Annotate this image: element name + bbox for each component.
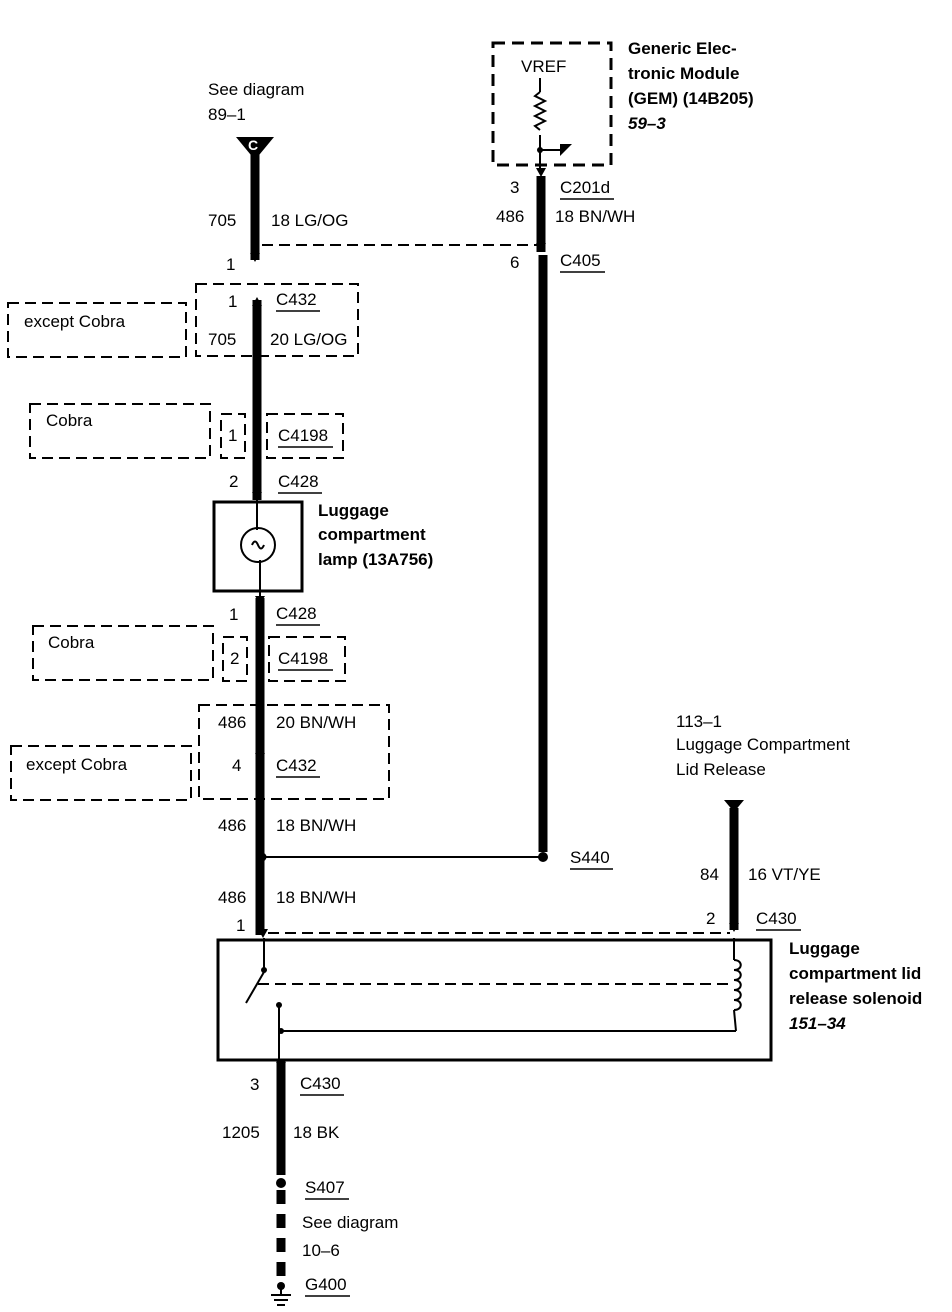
- gem-label-line3: (GEM) (14B205): [628, 89, 754, 108]
- gem-module-box: [491, 41, 613, 167]
- splice-s440-dot: [538, 852, 548, 862]
- c201d-pin: 3: [510, 178, 519, 197]
- splice-s440-label: S440: [570, 848, 610, 867]
- connector-c-letter: C: [248, 137, 258, 153]
- wire-705-mid-spec: 20 LG/OG: [270, 330, 347, 349]
- c405-left-pin: 1: [226, 255, 235, 274]
- pin-c405-right-arrow: [536, 243, 546, 252]
- c432-top-pin: 1: [228, 292, 237, 311]
- solenoid-label-line3: release solenoid: [789, 989, 922, 1008]
- c432-top-label: C432: [276, 290, 317, 309]
- wire-486-gem-spec: 18 BN/WH: [555, 207, 635, 226]
- c430-left-pin: 1: [236, 916, 245, 935]
- solenoid-switch-arm: [245, 971, 265, 1004]
- gem-sense-arrow-icon: [560, 144, 572, 156]
- cobra-top-label: Cobra: [46, 411, 93, 430]
- wire-486-lower-number: 486: [218, 713, 246, 732]
- gem-label-line1: Generic Elec-: [628, 39, 737, 58]
- wire-1205-spec: 18 BK: [293, 1123, 340, 1142]
- pin-c430-bot-arrow: [276, 1062, 286, 1070]
- cobra-top-box: [29, 403, 211, 459]
- pin-c430-left-arrow: [258, 929, 268, 938]
- except-cobra-top-box: [7, 302, 187, 358]
- gem-label-line2: tronic Module: [628, 64, 739, 83]
- cobra-bot-box: [32, 625, 214, 681]
- c430-bot-pin: 3: [250, 1075, 259, 1094]
- lamp-filament-icon: [251, 540, 265, 550]
- c428-bot-pin: 1: [229, 605, 238, 624]
- release-connector-triangle: [724, 800, 744, 812]
- c430-bot-label: C430: [300, 1074, 341, 1093]
- pin-c430-right-arrow: [729, 923, 739, 932]
- solenoid-label-line1: Luggage: [789, 939, 860, 958]
- lamp-label-line2: compartment: [318, 525, 426, 544]
- gem-vref-label: VREF: [521, 57, 566, 76]
- release-ref-line2: Lid Release: [676, 760, 766, 779]
- pin-c432-bot-arrow: [255, 753, 265, 762]
- solenoid-coil-wire-out: [733, 1009, 737, 1032]
- splice-s407-label: S407: [305, 1178, 345, 1197]
- solenoid-page-ref: 151–34: [789, 1014, 846, 1033]
- c4198-top-label: C4198: [278, 426, 328, 445]
- c432-top-box: [195, 283, 359, 357]
- gem-page-ref: 59–3: [628, 114, 666, 133]
- wire-1205-number: 1205: [222, 1123, 260, 1142]
- except-cobra-bot-label: except Cobra: [26, 755, 128, 774]
- except-cobra-top-label: except Cobra: [24, 312, 126, 331]
- wire-705-top-number: 705: [208, 211, 236, 230]
- splice-s407-dot: [276, 1178, 286, 1188]
- solenoid-label-line2: compartment lid: [789, 964, 921, 983]
- wire-486-a-spec: 18 BN/WH: [276, 816, 356, 835]
- c4198-top-box: [266, 413, 344, 459]
- release-ref-num: 113–1: [676, 712, 722, 731]
- wire-486-lower-spec: 20 BN/WH: [276, 713, 356, 732]
- c201d-label: C201d: [560, 178, 610, 197]
- wire-486-b-spec: 18 BN/WH: [276, 888, 356, 907]
- gem-resistor-icon: [532, 91, 548, 131]
- pin-c405-left-arrow: [250, 253, 260, 262]
- c405-right-pin: 6: [510, 253, 519, 272]
- pin-c428-bot-arrow: [255, 596, 265, 604]
- ground-g400-label: G400: [305, 1275, 347, 1294]
- c428-bot-label: C428: [276, 604, 317, 623]
- wire-84-number: 84: [700, 865, 719, 884]
- c432-bot-pin: 4: [232, 756, 241, 775]
- wire-705-top-spec: 18 LG/OG: [271, 211, 348, 230]
- lamp-label-line1: Luggage: [318, 501, 389, 520]
- connector-c-triangle: [236, 137, 274, 160]
- wire-486-b-number: 486: [218, 888, 246, 907]
- pin-c432-top-arrow: [252, 297, 262, 306]
- c4198-bot-pin: 2: [230, 649, 239, 668]
- see-diagram-top: See diagram: [208, 80, 304, 99]
- c428-top-label: C428: [278, 472, 319, 491]
- wire-486-a-number: 486: [218, 816, 246, 835]
- solenoid-box: [216, 938, 773, 1062]
- c4198-bot-label: C4198: [278, 649, 328, 668]
- c4198-bot-box: [268, 636, 346, 682]
- lamp-label-line3: lamp (13A756): [318, 550, 433, 569]
- except-cobra-bot-box: [10, 745, 192, 801]
- pin-c428-top-arrow: [252, 484, 262, 493]
- solenoid-switch-contact-top: [261, 967, 267, 973]
- cobra-bot-label: Cobra: [48, 633, 95, 652]
- c430-right-pin: 2: [706, 909, 715, 928]
- wire-84-spec: 16 VT/YE: [748, 865, 821, 884]
- c432-bot-box: [198, 704, 390, 800]
- c432-bot-label: C432: [276, 756, 317, 775]
- wire-705-mid-number: 705: [208, 330, 236, 349]
- lamp-bulb-icon: [240, 527, 276, 563]
- c405-label: C405: [560, 251, 601, 270]
- c4198-top-pin: 1: [228, 426, 237, 445]
- solenoid-coil-icon: [733, 959, 742, 1011]
- pin-c201d-arrow: [536, 168, 546, 177]
- release-ref-line1: Luggage Compartment: [676, 735, 850, 754]
- see-diagram-bottom-num: 10–6: [302, 1241, 340, 1260]
- see-diagram-bottom: See diagram: [302, 1213, 398, 1232]
- c428-top-pin: 2: [229, 472, 238, 491]
- see-diagram-top-num: 89–1: [208, 105, 246, 124]
- c430-top-label: C430: [756, 909, 797, 928]
- wire-486-gem-number: 486: [496, 207, 524, 226]
